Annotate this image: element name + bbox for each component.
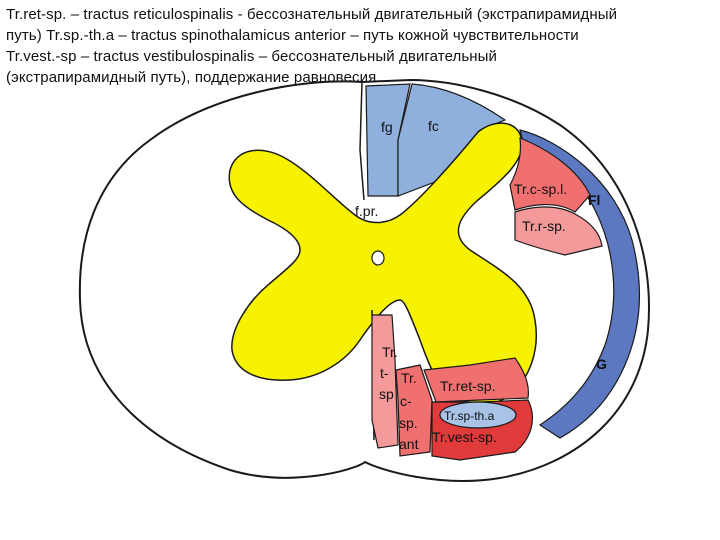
label-g: G xyxy=(596,356,607,372)
caption-line-1: Tr.ret-sp. – tractus reticulospinalis - … xyxy=(6,6,618,23)
label-tr-r-sp: Tr.r-sp. xyxy=(522,218,566,234)
label-tr-c-sp-l: Tr.c-sp.l. xyxy=(514,181,567,197)
posterior-median-fissure xyxy=(359,81,365,201)
tract-c-sp-l xyxy=(509,137,591,213)
tract-r-sp xyxy=(514,206,603,256)
caption-line-2: путь) Tr.sp.-th.a – tractus spinothalami… xyxy=(6,27,579,44)
caption-line-3: Tr.vest.-sp – tractus vestibulospinalis … xyxy=(6,48,498,65)
label-f-pr: f.pr. xyxy=(355,203,378,219)
caption-line-4: (экстрапирамидный путь), поддержание рав… xyxy=(6,69,377,86)
label-tr-c-sp-ant-1: Tr. xyxy=(401,370,417,386)
label-tr-vest-sp: Tr.vest-sp. xyxy=(432,429,497,445)
tract-sp-th-a xyxy=(439,401,517,429)
label-tr-t-sp-1: Tr. xyxy=(382,344,398,360)
label-fc: fc xyxy=(428,118,439,134)
tract-t-sp xyxy=(371,314,399,449)
caption-text: Tr.ret-sp. – tractus reticulospinalis - … xyxy=(6,4,718,88)
label-tr-ret-sp: Tr.ret-sp. xyxy=(440,378,496,394)
gowers-fl-band xyxy=(519,129,641,439)
tract-ret-sp xyxy=(423,357,530,403)
label-tr-sp-th-a: Tr.sp-th.a xyxy=(444,409,495,423)
label-tr-c-sp-ant-3: sp. xyxy=(399,415,418,431)
label-tr-t-sp-3: sp xyxy=(379,386,394,402)
gray-matter xyxy=(228,122,537,406)
central-canal xyxy=(371,250,385,266)
label-tr-c-sp-ant-4: ant xyxy=(399,436,419,452)
label-fg: fg xyxy=(381,119,393,135)
label-tr-t-sp-2: t- xyxy=(380,365,389,381)
label-fl: Fl xyxy=(588,192,600,208)
tract-c-sp-ant xyxy=(395,364,433,457)
label-tr-c-sp-ant-2: c- xyxy=(400,393,412,409)
